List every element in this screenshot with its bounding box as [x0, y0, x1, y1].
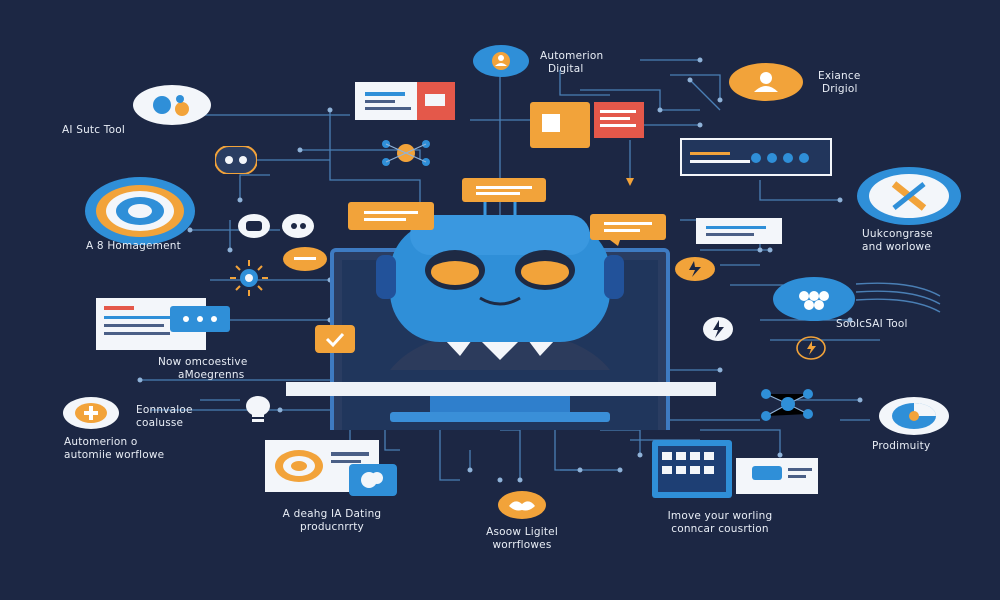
document-icon	[696, 218, 782, 244]
gear-network-icon	[230, 260, 268, 296]
chat-bubble-icon	[348, 202, 434, 230]
handshake-icon	[498, 491, 546, 519]
plus-icon	[63, 397, 119, 429]
document-icon	[96, 298, 230, 350]
chat-bubble-icon	[283, 247, 327, 271]
label-left-1: AI Sutc Tool	[62, 124, 125, 136]
bulb-icon	[246, 396, 270, 422]
gear-network-icon	[761, 389, 813, 421]
analytics-icon	[133, 85, 211, 125]
document-icon	[530, 102, 644, 148]
user-icon	[473, 45, 529, 77]
chat-bubble-icon	[590, 214, 666, 246]
people-icon	[773, 277, 941, 321]
document-icon	[355, 82, 455, 120]
lightning-icon	[703, 317, 733, 341]
user-icon	[729, 63, 803, 101]
moon-toggle-icon	[215, 146, 257, 174]
chat-bubble-icon	[462, 178, 546, 202]
robot-icon	[376, 200, 624, 342]
label-left-2: A 8 Homagement	[86, 240, 181, 252]
label-right-3: Prodimuity	[872, 440, 931, 452]
gear-network-icon	[382, 140, 430, 166]
dashboard-icon	[652, 440, 818, 498]
label-right-2: SoolcSAI Tool	[836, 318, 908, 330]
dashboard-icon	[680, 138, 832, 176]
lightning-icon	[675, 257, 715, 281]
monitor-base-bar	[286, 382, 716, 396]
target-icon	[879, 397, 949, 435]
robot-monitor	[286, 200, 716, 430]
target-icon	[85, 177, 195, 245]
checkmark-icon	[315, 325, 355, 353]
monitor-stand	[430, 396, 570, 416]
tools-icon	[857, 167, 961, 225]
lightning-icon	[796, 336, 826, 360]
target-icon	[265, 440, 397, 496]
tools-icon	[238, 214, 314, 238]
